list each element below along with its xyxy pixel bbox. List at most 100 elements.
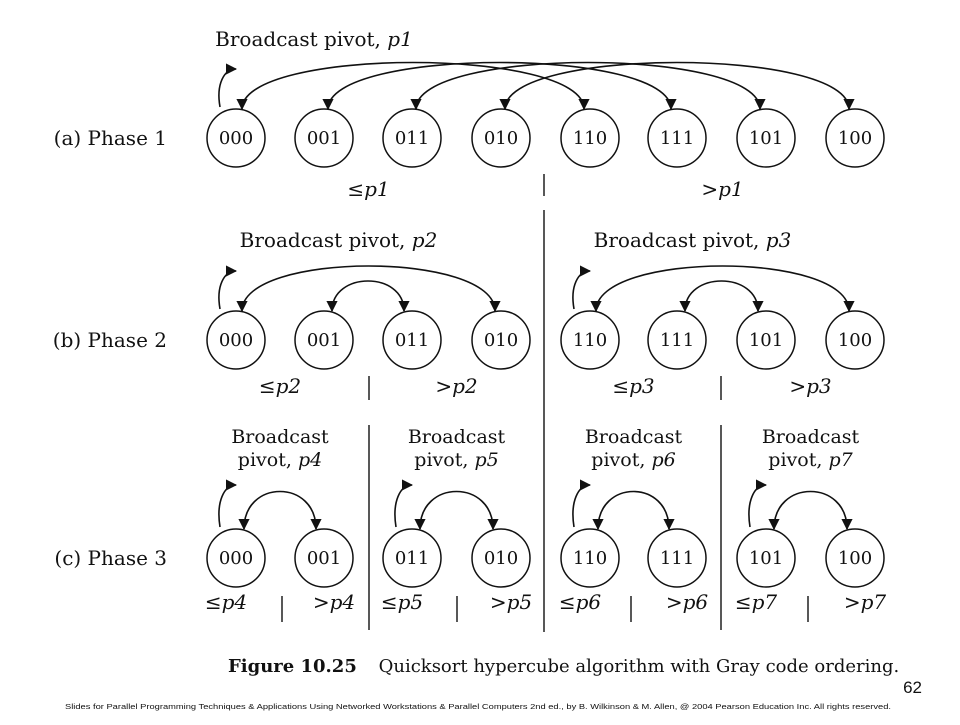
node-label: 001 <box>307 330 341 351</box>
node-circle <box>206 528 266 588</box>
node-circle <box>382 108 442 168</box>
divider-lines <box>281 174 809 632</box>
broadcast-pivot-label-text: Broadcast pivot, p1 <box>215 27 413 51</box>
node-circle <box>736 310 796 370</box>
node-label: 010 <box>484 330 518 351</box>
partition-relation: > <box>666 590 683 614</box>
partition-label: >p4 <box>313 590 355 614</box>
pivot-name: p6 <box>651 449 675 471</box>
node-circle <box>825 108 885 168</box>
broadcast-pivot-label-line2: pivot, p4 <box>238 449 322 471</box>
node-circle <box>560 310 620 370</box>
hypercube-node: 101 <box>736 108 796 168</box>
partition-label: >p5 <box>490 590 532 614</box>
hypercube-node: 110 <box>560 528 620 588</box>
broadcast-pivot-label-line1: Broadcast <box>408 426 506 448</box>
node-circle <box>825 528 885 588</box>
partition-pivot: p1 <box>364 177 390 201</box>
hypercube-node: 011 <box>382 108 442 168</box>
partition-label: ≤p4 <box>205 590 247 614</box>
partition-relation: > <box>490 590 507 614</box>
hypercube-node: 111 <box>647 310 707 370</box>
partition-label: >p6 <box>666 590 709 614</box>
partition-label: ≤p7 <box>735 590 778 614</box>
hypercube-node: 000 <box>206 310 266 370</box>
pivot-name: p3 <box>766 228 792 252</box>
self-broadcast-arrow <box>218 265 238 310</box>
self-broadcast-arrow <box>572 479 592 528</box>
node-circle <box>736 108 796 168</box>
broadcast-pivot-label-text: Broadcast pivot, p3 <box>594 228 792 252</box>
pivot-name: p1 <box>387 27 413 51</box>
partition-relation: > <box>701 177 718 201</box>
node-circle <box>294 528 354 588</box>
exchange-arrow <box>236 61 590 111</box>
node-circle <box>471 528 531 588</box>
partition-pivot: p3 <box>629 374 655 398</box>
partition-pivot: p4 <box>222 590 248 614</box>
phase-label-3: (c) Phase 3 <box>54 546 167 570</box>
pivot-name: p5 <box>474 449 498 471</box>
node-circle <box>736 528 796 588</box>
partition-label: ≤p2 <box>259 374 301 398</box>
figure-caption-text: Quicksort hypercube algorithm with Gray … <box>379 656 900 677</box>
broadcast-pivot-label-line2: pivot, p7 <box>768 449 853 471</box>
partition-relation: ≤ <box>735 590 752 614</box>
partition-relation: ≤ <box>259 374 276 398</box>
figure-caption-label: Figure 10.25 <box>228 656 357 677</box>
partition-relation: ≤ <box>347 177 364 201</box>
partition-relation: ≤ <box>381 590 398 614</box>
node-circle <box>647 108 707 168</box>
broadcast-pivot-label: Broadcast pivot, p2 <box>240 228 438 252</box>
hypercube-node: 011 <box>382 528 442 588</box>
node-label: 000 <box>219 548 253 569</box>
footer-text: Slides for Parallel Programming Techniqu… <box>65 702 891 711</box>
node-label: 011 <box>395 548 429 569</box>
node-label: 001 <box>307 128 341 149</box>
exchange-arrow <box>679 280 764 313</box>
hypercube-node: 000 <box>206 528 266 588</box>
partition-relation: ≤ <box>559 590 576 614</box>
partition-pivot: p4 <box>330 590 356 614</box>
node-label: 001 <box>307 548 341 569</box>
node-circle <box>647 528 707 588</box>
hypercube-node: 100 <box>825 108 885 168</box>
node-circle <box>560 108 620 168</box>
node-label: 100 <box>838 330 872 351</box>
broadcast-pivot-label: Broadcast pivot, p3 <box>594 228 792 252</box>
exchange-arrow <box>590 265 855 313</box>
partition-label: >p7 <box>844 590 887 614</box>
node-circle <box>382 528 442 588</box>
hypercube-node: 101 <box>736 528 796 588</box>
hypercube-node: 011 <box>382 310 442 370</box>
exchange-arrow <box>768 490 853 531</box>
self-broadcast-arrow <box>394 479 414 528</box>
node-label: 110 <box>573 128 607 149</box>
broadcast-pivot-label: Broadcast pivot, p1 <box>215 27 413 51</box>
exchange-arrow <box>326 280 410 313</box>
node-label: 100 <box>838 548 872 569</box>
partition-label: ≤p6 <box>559 590 602 614</box>
broadcast-pivot-label-line2: pivot, p5 <box>414 449 498 471</box>
partition-relation: > <box>844 590 861 614</box>
node-circle <box>471 108 531 168</box>
partition-label: ≤p5 <box>381 590 423 614</box>
broadcast-prefix: Broadcast pivot, <box>594 228 766 252</box>
node-circle <box>825 310 885 370</box>
partition-pivot: p6 <box>683 590 709 614</box>
hypercube-node: 100 <box>825 310 885 370</box>
hypercube-node: 110 <box>560 310 620 370</box>
partition-label: ≤p1 <box>347 177 389 201</box>
partition-pivot: p5 <box>507 590 533 614</box>
partition-pivot: p1 <box>718 177 744 201</box>
partition-label: >p2 <box>435 374 477 398</box>
broadcast-prefix: pivot, <box>591 449 651 471</box>
phase-label-2: (b) Phase 2 <box>53 328 167 352</box>
partition-pivot: p2 <box>276 374 302 398</box>
exchange-arrow <box>414 490 499 531</box>
node-circle <box>471 310 531 370</box>
